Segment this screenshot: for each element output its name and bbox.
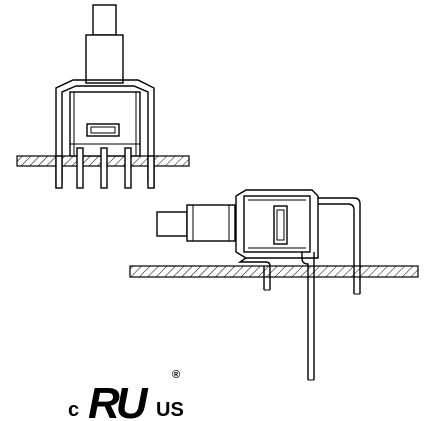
bent-lead-upper-inner xyxy=(318,203,355,294)
bracket-side-outer xyxy=(235,189,319,259)
pcb-board-side xyxy=(129,265,419,278)
long-terminal-lead xyxy=(301,252,315,380)
right-angle-switch-view xyxy=(129,189,419,381)
cert-mark-letters: RU xyxy=(88,379,149,421)
actuator-plunger-top xyxy=(92,4,117,36)
bracket-leg xyxy=(55,155,63,189)
bent-lead-left xyxy=(237,257,271,290)
bent-lead-upper xyxy=(318,197,361,294)
bushing-top xyxy=(85,34,124,84)
bracket-leg xyxy=(147,155,155,189)
registered-symbol: ® xyxy=(172,369,180,381)
vertical-switch-view xyxy=(16,4,190,189)
terminal-pin xyxy=(100,147,108,189)
frame-bracket-inner xyxy=(61,85,149,182)
actuator-plunger-side xyxy=(156,211,188,237)
frame-bracket-outer xyxy=(55,79,155,188)
slot-window-top xyxy=(86,123,120,137)
terminal-pin xyxy=(124,147,132,189)
curus-certification-mark: c RU US ® xyxy=(68,369,184,421)
slot-window-side xyxy=(273,205,288,245)
cert-right-letters: US xyxy=(156,399,184,421)
bushing-side xyxy=(186,204,236,242)
terminal-pin xyxy=(76,147,84,189)
cert-left-letter: c xyxy=(68,399,79,421)
